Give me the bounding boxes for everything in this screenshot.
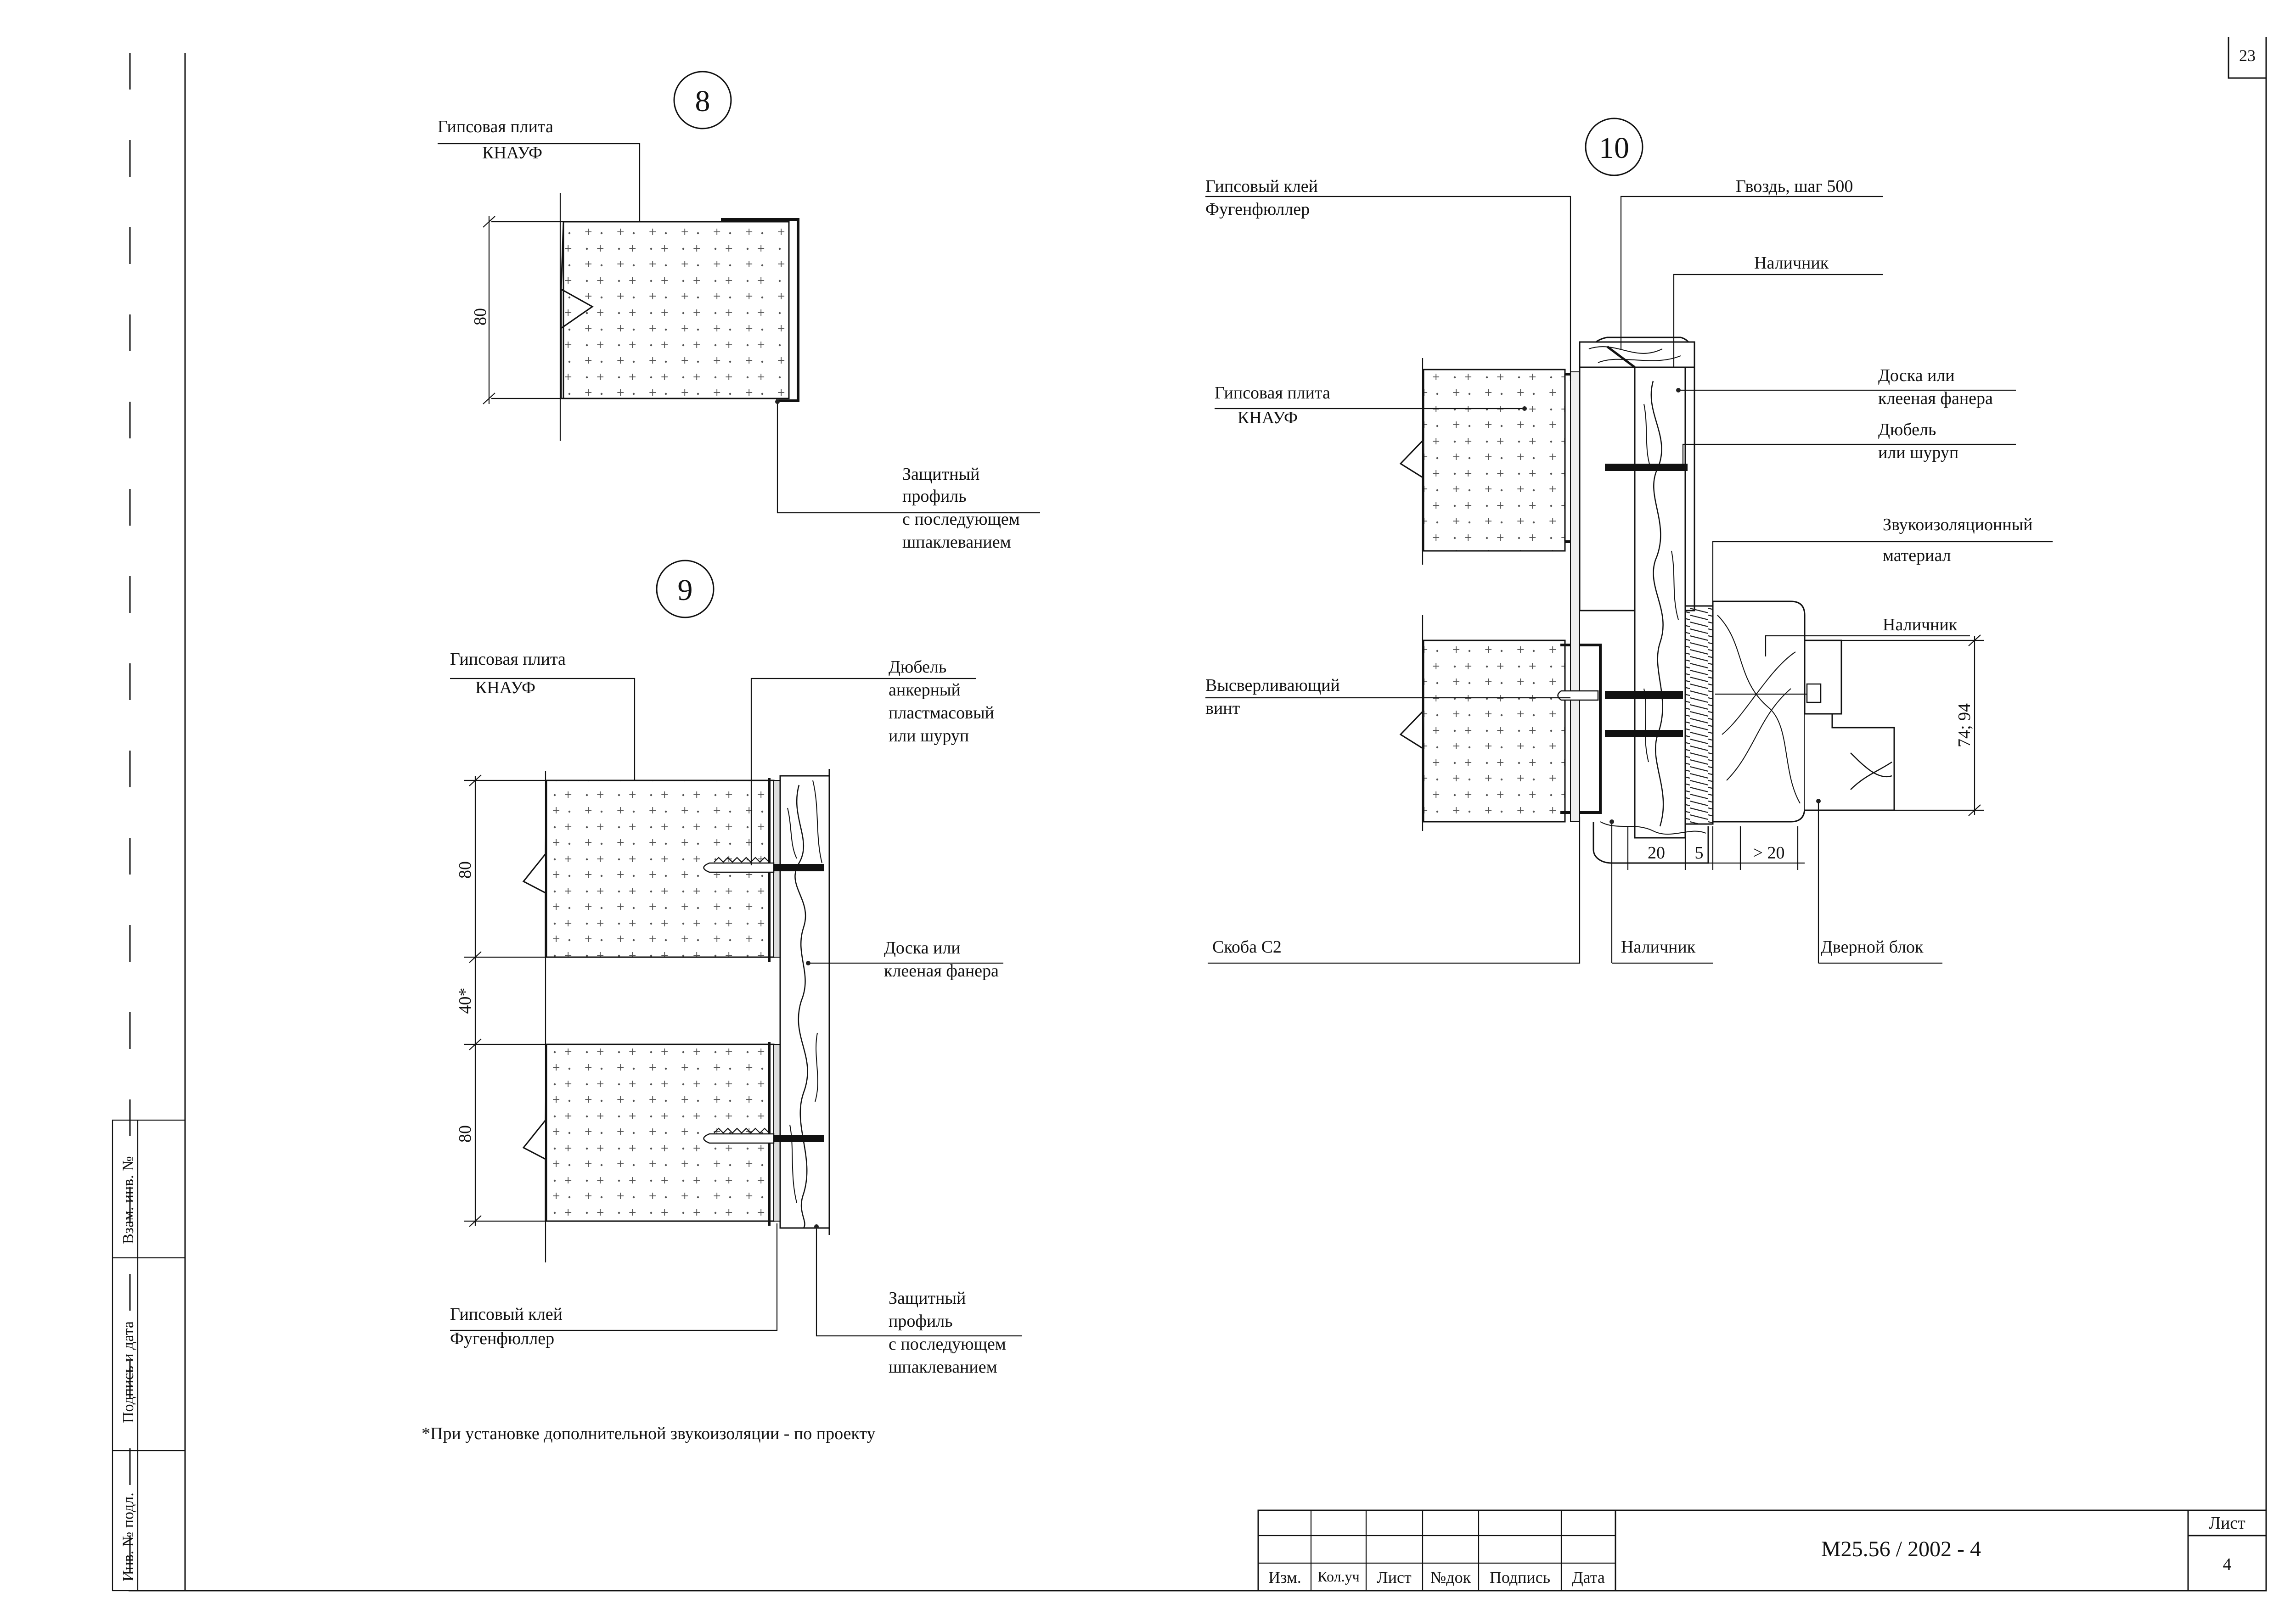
side-stamp: Взам. инв. № Подпись и дата Инв. № подл. [112, 1119, 186, 1592]
page-number: 23 [2239, 46, 2256, 65]
svg-text:20: 20 [1648, 843, 1665, 863]
detail-8-marker [673, 71, 732, 129]
detail-9: 9 Гипсовая плита КНАУФ [450, 560, 1022, 1377]
d10-skoba-label: Скоба С2 [1212, 937, 1282, 957]
svg-text:профиль: профиль [902, 487, 967, 506]
d10-board-label: Гипсовая плита [1215, 383, 1330, 403]
d9-board2-label: Доска или [884, 938, 961, 958]
detail-9-marker [656, 560, 715, 618]
tb-code: М25.56 / 2002 - 4 [1821, 1537, 1981, 1561]
svg-text:40*: 40* [456, 988, 475, 1014]
d9-profile-label: Защитный [889, 1289, 966, 1308]
d10-nail-label: Гвоздь, шаг 500 [1736, 177, 1853, 196]
d9-board-label: Гипсовая плита [450, 650, 566, 669]
tb-sheet-label: Лист [2209, 1514, 2245, 1533]
svg-text:винт: винт [1205, 699, 1240, 718]
svg-text:клееная фанера: клееная фанера [1878, 389, 1993, 408]
svg-text:материал: материал [1883, 546, 1951, 565]
svg-text:74; 94: 74; 94 [1955, 703, 1974, 747]
d8-board-label: Гипсовая плита [438, 117, 553, 136]
svg-text:КНАУФ: КНАУФ [475, 678, 535, 697]
stamp-vzam: Взам. инв. № [120, 1156, 137, 1244]
svg-text:анкерный: анкерный [889, 680, 961, 700]
svg-text:КНАУФ: КНАУФ [482, 143, 542, 163]
d8-profile-label: Защитный [902, 465, 979, 484]
detail-10: 10 [1205, 118, 2053, 964]
svg-text:или шуруп: или шуруп [1878, 443, 1958, 462]
svg-text:Фугенфюллер: Фугенфюллер [450, 1329, 554, 1348]
d10-doska-label: Доска или [1878, 366, 1955, 385]
sheet-frame [129, 53, 2267, 1592]
svg-text:шпаклеванием: шпаклеванием [902, 533, 1011, 552]
d10-nalichnik-mid: Наличник [1883, 615, 1958, 634]
d10-zvuk-label: Звукоизоляционный [1883, 515, 2033, 534]
tb-data: Дата [1572, 1568, 1605, 1587]
d10-door-label: Дверной блок [1821, 937, 1924, 957]
stamp-inv: Инв. № подл. [120, 1492, 137, 1581]
svg-text:шпаклеванием: шпаклеванием [889, 1357, 997, 1377]
d10-nalichnik-bot: Наличник [1621, 937, 1696, 957]
svg-text:Фугенфюллер: Фугенфюллер [1205, 200, 1310, 219]
svg-text:пластмасовый: пластмасовый [889, 703, 994, 723]
d9-dowel-label: Дюбель [889, 657, 946, 677]
title-block: Изм. Кол.уч Лист №док Подпись Дата М25.5… [1257, 1509, 2267, 1592]
tb-ndok: №док [1430, 1568, 1471, 1587]
tb-kol: Кол.уч [1317, 1568, 1359, 1585]
d10-nalichnik-top: Наличник [1754, 253, 1829, 273]
detail-10-marker [1585, 118, 1643, 176]
d10-screw-label: Высверливающий [1205, 676, 1340, 695]
footnote: *При установке дополнительной звукоизоля… [422, 1424, 875, 1443]
svg-text:9: 9 [678, 573, 693, 607]
d10-glue-label: Гипсовый клей [1205, 177, 1318, 196]
svg-text:профиль: профиль [889, 1312, 953, 1331]
tb-sheet-num: 4 [2223, 1555, 2232, 1574]
tb-izm: Изм. [1268, 1568, 1301, 1587]
svg-text:80: 80 [471, 308, 490, 325]
svg-text:10: 10 [1599, 131, 1629, 165]
tb-list: Лист [1377, 1568, 1412, 1587]
d10-dubel-label: Дюбель [1878, 420, 1936, 439]
svg-text:или шуруп: или шуруп [889, 726, 969, 746]
svg-text:8: 8 [695, 84, 710, 118]
svg-text:с последующем: с последующем [902, 510, 1020, 529]
svg-text:с последующем: с последующем [889, 1334, 1006, 1354]
page-number-box: 23 [2228, 37, 2267, 79]
svg-text:КНАУФ: КНАУФ [1238, 408, 1298, 427]
svg-text:80: 80 [456, 1125, 475, 1143]
detail-8: 8 Гипсовая плита КНАУФ 80 Защитный профи… [438, 71, 1040, 552]
stamp-podpis: Подпись и дата [120, 1321, 137, 1423]
d9-glue-label: Гипсовый клей [450, 1305, 563, 1324]
svg-text:80: 80 [456, 861, 475, 879]
svg-text:клееная фанера: клееная фанера [884, 961, 999, 981]
svg-text:> 20: > 20 [1753, 843, 1785, 863]
svg-text:5: 5 [1695, 843, 1704, 863]
tb-podp: Подпись [1490, 1568, 1550, 1587]
